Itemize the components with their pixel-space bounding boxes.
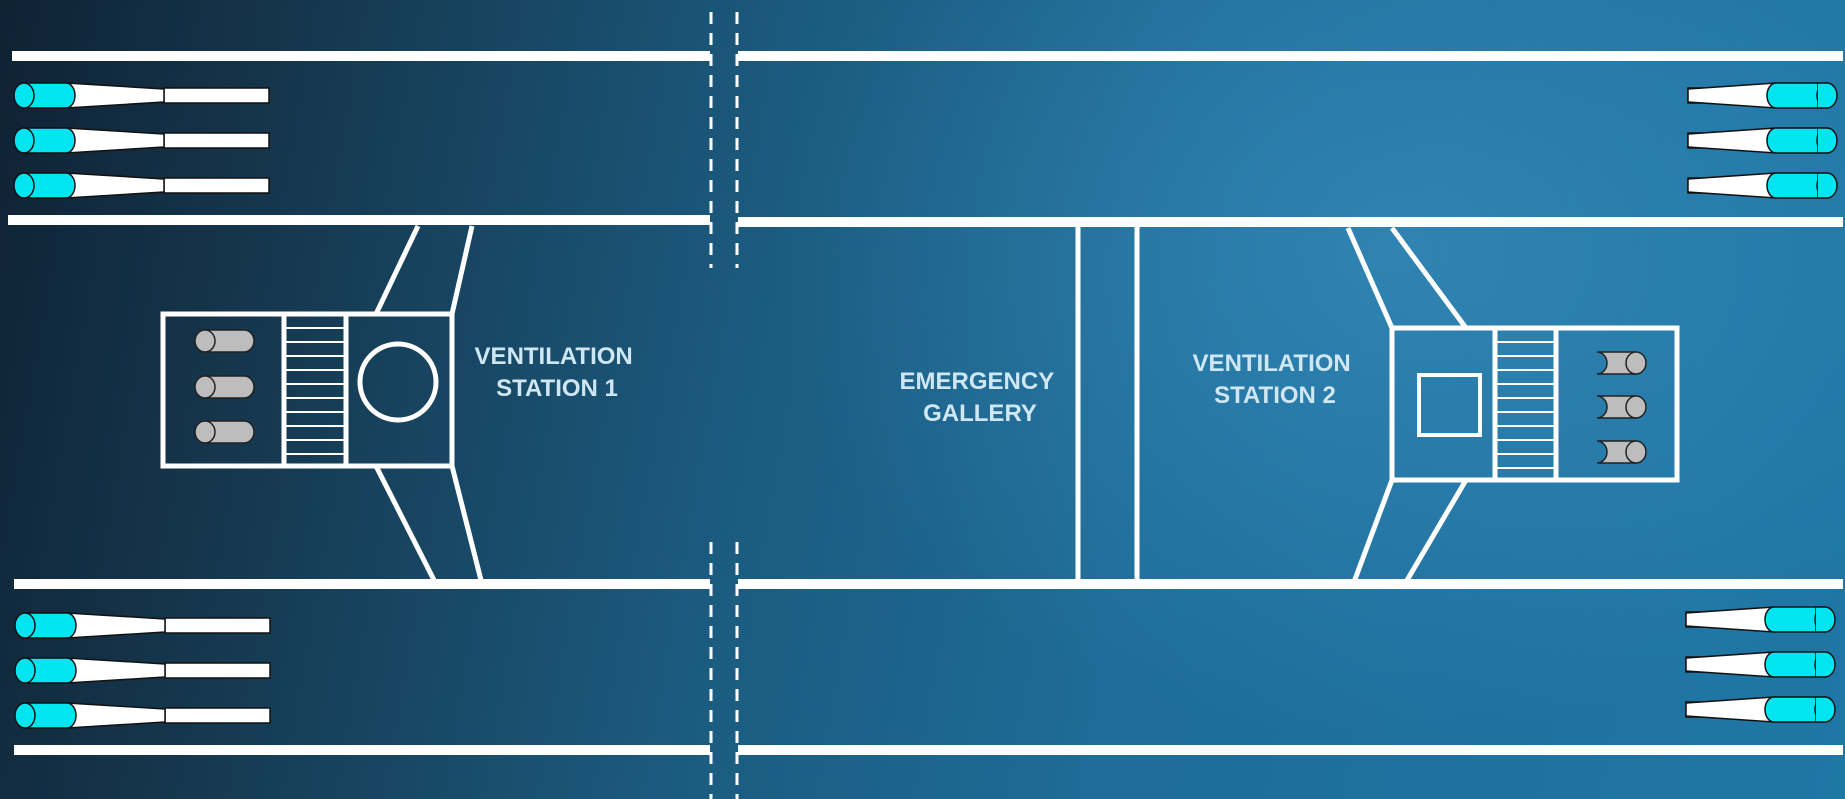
ventilation-station-2 bbox=[1345, 226, 1680, 584]
jet-fan bbox=[13, 172, 270, 199]
jet-fans-top-left bbox=[13, 82, 270, 199]
station-2-building bbox=[1389, 325, 1680, 483]
section-break bbox=[709, 12, 739, 799]
jet-fan bbox=[13, 127, 270, 154]
jet-fan bbox=[13, 82, 270, 109]
jet-fan bbox=[1687, 82, 1838, 109]
station-2-lower-duct bbox=[1351, 478, 1469, 584]
jet-fan bbox=[14, 657, 271, 684]
station-2-upper-duct bbox=[1345, 226, 1469, 330]
station-1-fan bbox=[204, 420, 255, 444]
jet-fan bbox=[1685, 651, 1836, 678]
station-1-upper-duct bbox=[373, 224, 475, 316]
jet-fans-bottom-left bbox=[14, 612, 271, 729]
jet-fan bbox=[1687, 172, 1838, 199]
emergency-gallery-label: EMERGENCY GALLERY bbox=[900, 368, 1061, 427]
jet-fans-bottom-right bbox=[1685, 606, 1836, 723]
station-1-lower-duct bbox=[373, 464, 485, 586]
jet-fan bbox=[1685, 696, 1836, 723]
station-1-grille bbox=[284, 327, 346, 455]
station-1-fans bbox=[194, 329, 255, 444]
station-2-fans bbox=[1596, 351, 1647, 464]
jet-fan bbox=[1687, 127, 1838, 154]
station-1-shaft-circle bbox=[357, 341, 439, 423]
jet-fan bbox=[14, 702, 271, 729]
station-2-fan bbox=[1596, 395, 1637, 419]
jet-fans-top-right bbox=[1687, 82, 1838, 199]
station-1-fan bbox=[204, 329, 255, 353]
tunnel-walls bbox=[8, 51, 1843, 755]
labels: VENTILATION STATION 1 EMERGENCY GALLERY … bbox=[475, 343, 1358, 427]
jet-fan bbox=[14, 612, 271, 639]
jet-fan bbox=[1685, 606, 1836, 633]
station-1-fan bbox=[204, 375, 255, 399]
station-1-building bbox=[160, 311, 455, 469]
ventilation-station-1-label: VENTILATION STATION 1 bbox=[475, 343, 640, 402]
station-2-fan bbox=[1596, 440, 1637, 464]
station-2-fan bbox=[1596, 351, 1637, 375]
ventilation-station-2-label: VENTILATION STATION 2 bbox=[1193, 350, 1358, 409]
ventilation-station-1 bbox=[160, 224, 485, 586]
emergency-gallery bbox=[1075, 226, 1140, 584]
station-2-grille bbox=[1495, 341, 1556, 469]
station-2-shaft-square bbox=[1417, 373, 1482, 437]
